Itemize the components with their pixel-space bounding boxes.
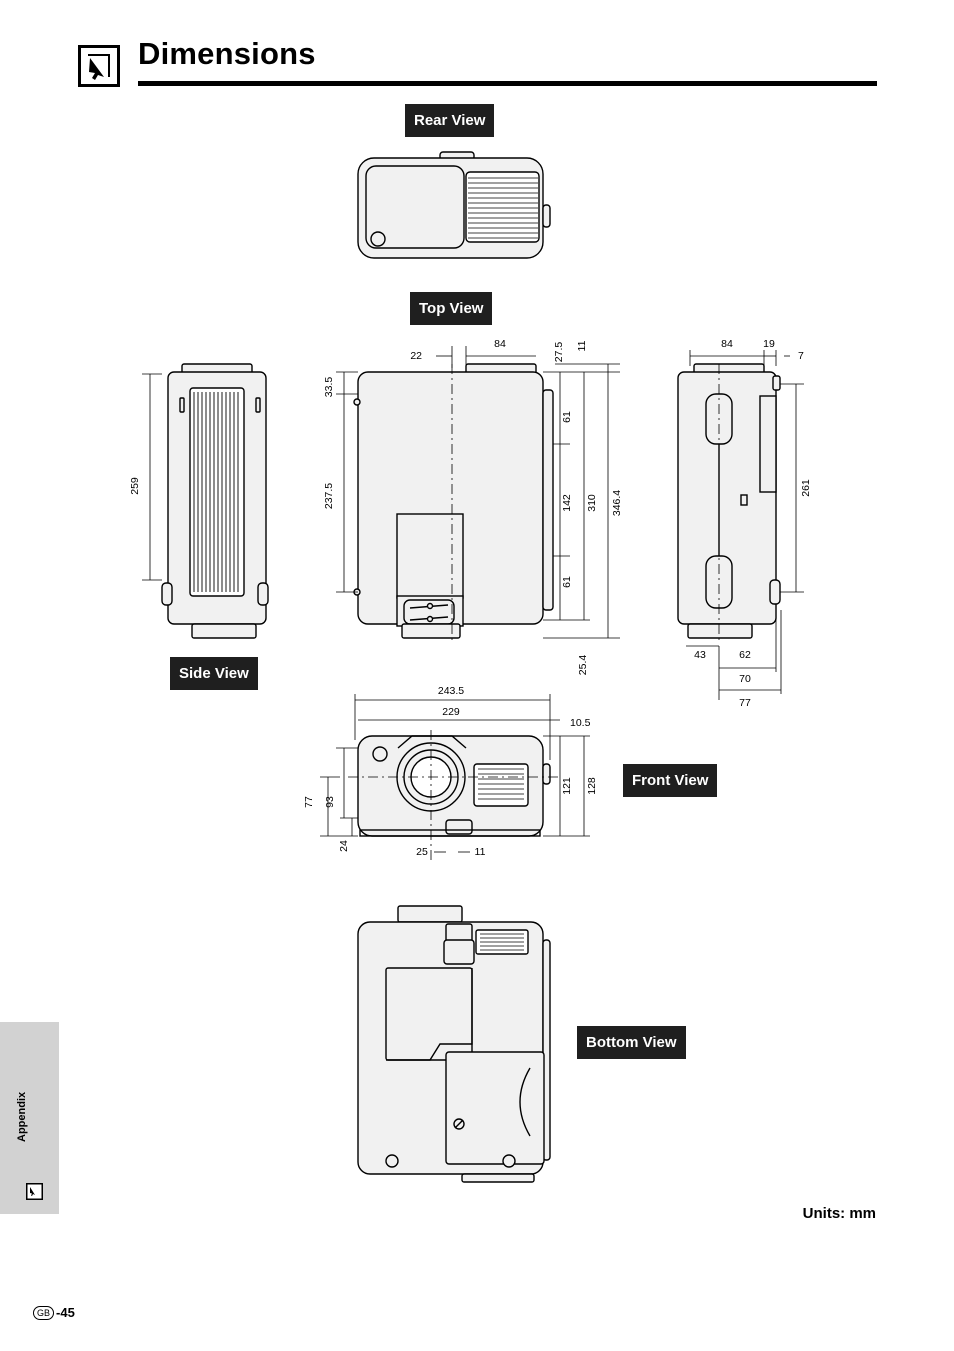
dim-right-7: 7 (798, 350, 804, 362)
dim-top-84: 84 (494, 338, 506, 350)
dim-right-84: 84 (721, 338, 733, 350)
page-number: GB -45 (33, 1305, 75, 1320)
dim-front-24: 24 (338, 840, 350, 852)
dim-front-93: 93 (324, 796, 336, 808)
front-view-drawing (357, 735, 551, 837)
right-view-drawing (677, 363, 781, 639)
dim-front-10-5: 10.5 (570, 717, 591, 729)
dim-front-11: 11 (475, 846, 486, 858)
dim-top-61b: 61 (561, 576, 573, 588)
page-title: Dimensions (138, 36, 316, 71)
dim-front-243-5: 243.5 (438, 685, 464, 697)
dim-front-121: 121 (561, 777, 573, 795)
dim-top-237-5: 237.5 (323, 483, 335, 509)
dim-top-11: 11 (576, 340, 588, 351)
dim-right-77: 77 (739, 697, 751, 709)
dim-top-142: 142 (561, 494, 573, 512)
section-tab (0, 1022, 59, 1214)
rear-view-drawing (357, 151, 551, 259)
dim-front-229: 229 (442, 706, 460, 718)
dim-side-height: 259 (129, 477, 141, 495)
dim-right-62: 62 (739, 649, 751, 661)
section-arrow-icon (78, 45, 120, 87)
dim-right-70: 70 (739, 673, 751, 685)
front-view-label: Front View (623, 764, 718, 797)
dim-front-128: 128 (586, 777, 598, 795)
bottom-view-label: Bottom View (577, 1026, 686, 1059)
dim-front-25: 25 (416, 846, 428, 858)
rear-view-label: Rear View (405, 104, 495, 137)
units-note: Units: mm (802, 1205, 876, 1222)
dim-top-25-4: 25.4 (577, 655, 589, 676)
page-number-text: -45 (56, 1305, 75, 1320)
top-view-label: Top View (410, 292, 493, 325)
dim-right-19: 19 (763, 338, 775, 350)
dim-right-43: 43 (694, 649, 706, 661)
dim-top-27-5: 27.5 (553, 342, 565, 363)
dim-top-61a: 61 (561, 411, 573, 423)
title-rule (138, 81, 877, 86)
section-tab-label: Appendix (16, 1091, 28, 1142)
top-view-drawing (353, 363, 554, 639)
region-badge: GB (33, 1305, 55, 1320)
dim-top-346-4: 346.4 (611, 490, 623, 516)
side-view-label: Side View (170, 657, 258, 690)
bottom-view-drawing (357, 905, 551, 1183)
dim-top-33-5: 33.5 (323, 377, 335, 398)
side-view-drawing (161, 363, 269, 639)
dim-right-261: 261 (800, 479, 812, 497)
section-tab-arrow-icon (26, 1183, 43, 1200)
dim-top-22: 22 (410, 350, 422, 362)
dim-top-310: 310 (586, 494, 598, 512)
dim-front-77: 77 (303, 796, 315, 808)
